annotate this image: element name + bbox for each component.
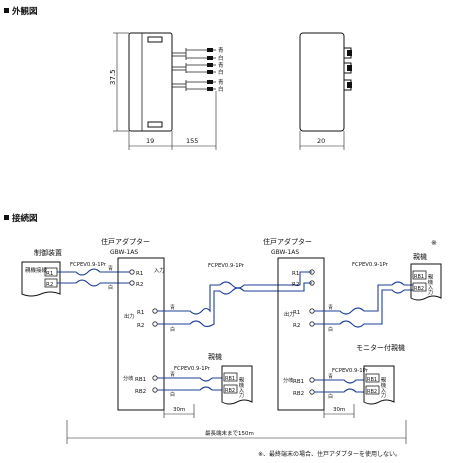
- svg-text:白: 白: [218, 54, 224, 62]
- svg-text:RB1: RB1: [135, 377, 146, 383]
- svg-text:白: 白: [170, 326, 175, 333]
- branch-cable-2: FCPEV0.9-1Pr 青 白: [314, 368, 369, 400]
- svg-text:R1: R1: [292, 271, 299, 277]
- svg-text:R2: R2: [292, 282, 299, 288]
- svg-text:GBW-1AS: GBW-1AS: [110, 249, 138, 256]
- svg-text:FCPEV0.9-1Pr: FCPEV0.9-1Pr: [174, 366, 211, 372]
- svg-text:青: 青: [170, 304, 175, 311]
- dim-width: 19: [146, 137, 154, 145]
- svg-text:GBW-1AS: GBW-1AS: [271, 249, 299, 256]
- svg-text:R1: R1: [137, 310, 144, 316]
- svg-text:RB1: RB1: [367, 377, 377, 383]
- monitor-parent-unit: モニター付親機 RB1 RB2 親機入力: [356, 343, 405, 405]
- cable-2: FCPEV0.9-1Pr 青 白: [157, 263, 312, 333]
- svg-text:R2: R2: [136, 282, 143, 288]
- svg-text:入力: 入力: [154, 266, 164, 274]
- svg-text:FCPEV0.9-1Pr: FCPEV0.9-1Pr: [208, 263, 245, 269]
- exterior-front-view: 青 白 青 白 青 白 37.5 19 155: [109, 32, 224, 150]
- svg-text:RB1: RB1: [225, 376, 235, 382]
- svg-text:※: ※: [431, 239, 437, 247]
- svg-text:モニター付親機: モニター付親機: [356, 343, 405, 352]
- adapter-2: 住戸アダプター GBW-1AS R1 R2 出力 R1 R2 分岐 RB1 RB…: [263, 237, 325, 411]
- svg-text:30m: 30m: [333, 407, 345, 413]
- cable-3: FCPEV0.9-1Pr 青 白: [314, 262, 413, 333]
- svg-text:R1: R1: [136, 271, 143, 277]
- cable-1: FCPEV0.9-1Pr 青 白: [57, 262, 130, 291]
- svg-text:白: 白: [218, 68, 224, 76]
- svg-text:分岐: 分岐: [283, 376, 293, 384]
- svg-text:RB1: RB1: [414, 274, 424, 280]
- exterior-title: 外観図: [11, 6, 38, 17]
- svg-text:30m: 30m: [173, 407, 185, 413]
- svg-text:親機: 親機: [208, 352, 222, 361]
- svg-text:R1: R1: [293, 310, 300, 316]
- svg-text:白: 白: [328, 326, 333, 333]
- svg-text:青: 青: [108, 265, 113, 272]
- svg-text:親機入力: 親機入力: [427, 273, 433, 297]
- svg-text:青: 青: [218, 61, 224, 69]
- dim-height: 37.5: [109, 69, 117, 85]
- svg-text:RB2: RB2: [225, 388, 235, 394]
- svg-text:最長端末まで150m: 最長端末まで150m: [205, 429, 254, 437]
- svg-text:RB2: RB2: [414, 286, 424, 292]
- svg-text:住戸アダプター: 住戸アダプター: [263, 237, 312, 246]
- svg-text:RB2: RB2: [367, 389, 377, 395]
- adapter-1: 住戸アダプター GBW-1AS R1 R2 入力 出力 R1 R2 分岐 RB1…: [101, 237, 165, 411]
- branch-cable-1: FCPEV0.9-1Pr 青 白: [157, 366, 222, 398]
- connection-title: 接続図: [12, 213, 38, 224]
- svg-text:親機: 親機: [413, 252, 427, 261]
- svg-text:青: 青: [328, 373, 333, 380]
- svg-text:FCPEV0.9-1Pr: FCPEV0.9-1Pr: [332, 368, 369, 374]
- dim-side: 20: [317, 137, 325, 145]
- svg-text:白: 白: [328, 393, 333, 400]
- svg-text:制御装置: 制御装置: [34, 248, 62, 257]
- control-device: 制御装置 親機接続 R1 R2: [21, 248, 62, 297]
- section-bullet: [4, 215, 9, 220]
- svg-text:親機入力: 親機入力: [238, 376, 244, 400]
- svg-text:RB2: RB2: [135, 389, 146, 395]
- svg-text:R1: R1: [46, 271, 53, 277]
- svg-text:出力: 出力: [124, 312, 134, 320]
- svg-text:R2: R2: [46, 282, 53, 288]
- exterior-side-view: 20: [299, 32, 352, 150]
- svg-text:青: 青: [328, 304, 333, 311]
- svg-text:RB2: RB2: [293, 391, 304, 397]
- svg-text:親機入力: 親機入力: [380, 376, 386, 400]
- distance-markers: 30m 30m 最長端末まで150m: [66, 404, 407, 444]
- dim-lead: 155: [186, 137, 198, 145]
- svg-text:FCPEV0.9-1Pr: FCPEV0.9-1Pr: [352, 262, 389, 268]
- svg-text:白: 白: [108, 284, 113, 291]
- svg-text:白: 白: [218, 85, 224, 93]
- parent-unit-1: 親機 RB1 RB2 親機入力: [208, 352, 253, 405]
- svg-text:分岐: 分岐: [123, 374, 133, 382]
- svg-text:R2: R2: [293, 323, 300, 329]
- svg-text:R2: R2: [137, 323, 144, 329]
- svg-text:親機接続: 親機接続: [25, 266, 48, 274]
- svg-text:白: 白: [170, 391, 175, 398]
- svg-text:FCPEV0.9-1Pr: FCPEV0.9-1Pr: [70, 262, 107, 268]
- section-bullet: [4, 8, 9, 13]
- svg-text:RB1: RB1: [293, 379, 304, 385]
- svg-text:住戸アダプター: 住戸アダプター: [101, 237, 150, 246]
- svg-text:青: 青: [218, 78, 224, 86]
- svg-text:青: 青: [170, 371, 175, 378]
- footnote: ※、最終端末の場合、住戸アダプターを使用しない。: [258, 450, 401, 458]
- parent-unit-2: ※ 親機 RB1 RB2 親機入力: [410, 239, 442, 301]
- svg-text:青: 青: [218, 46, 224, 54]
- svg-text:出力: 出力: [284, 310, 294, 318]
